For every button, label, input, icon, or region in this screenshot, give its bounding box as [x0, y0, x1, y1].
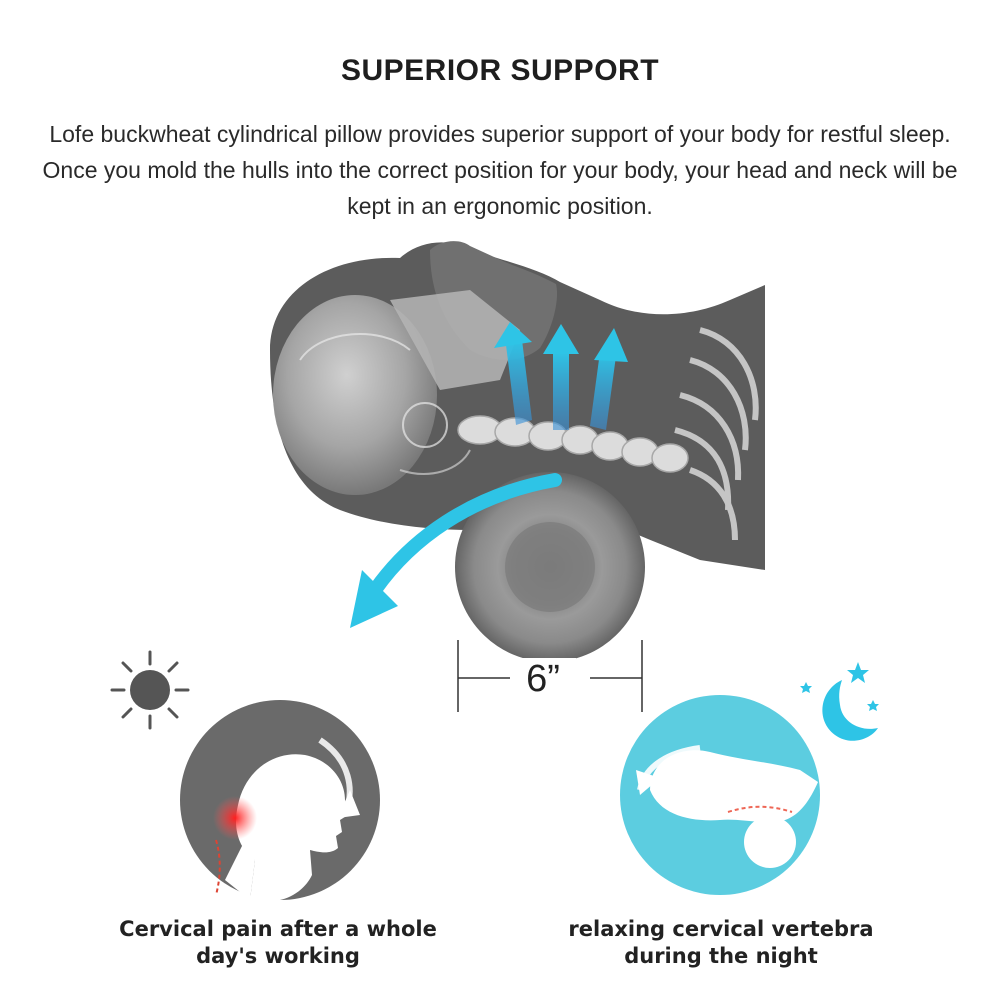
dimension-label: 6” [510, 658, 576, 701]
description-text: Lofe buckwheat cylindrical pillow provid… [42, 121, 958, 219]
caption-night: relaxing cervical vertebra during the ni… [561, 916, 881, 970]
caption-day-line2: day's working [196, 944, 360, 968]
caption-night-line2: during the night [624, 944, 818, 968]
curved-arrow [350, 473, 562, 628]
dimension-lines [457, 640, 643, 712]
day-pain-panel [180, 700, 380, 900]
ribcage-xray [674, 327, 759, 541]
skull-xray [273, 290, 520, 495]
caption-day: Cervical pain after a whole day's workin… [118, 916, 438, 970]
moon-stars-icon [800, 662, 879, 741]
night-relax-panel [620, 695, 820, 895]
cylindrical-pillow [455, 472, 645, 662]
page-title: SUPERIOR SUPPORT [340, 54, 660, 87]
support-arrows [494, 322, 628, 430]
caption-day-line1: Cervical pain after a whole [119, 917, 437, 941]
caption-night-line1: relaxing cervical vertebra [568, 917, 874, 941]
sun-icon [110, 650, 190, 730]
cervical-spine [457, 415, 689, 473]
